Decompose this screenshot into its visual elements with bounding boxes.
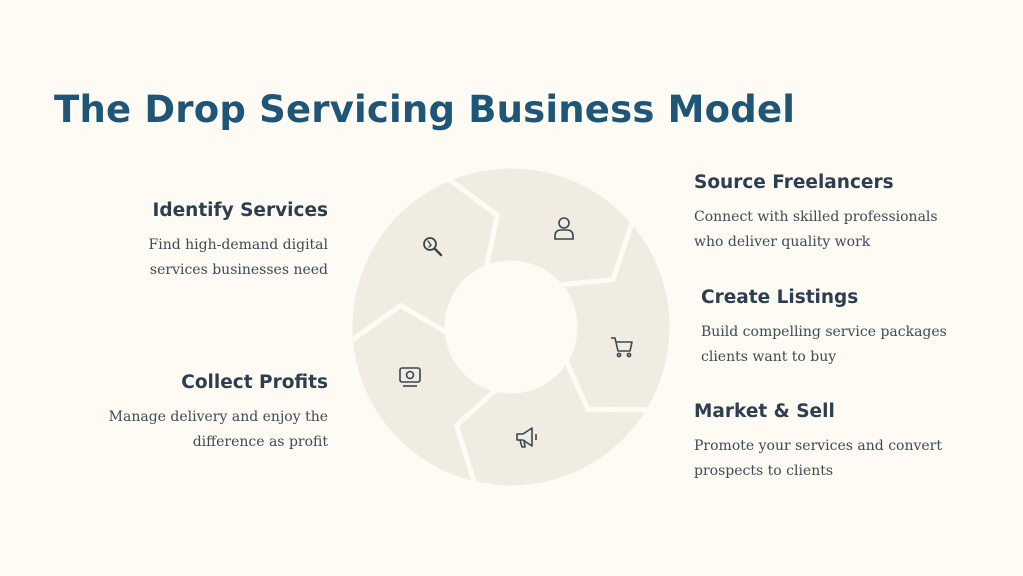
- money-icon: [399, 367, 421, 387]
- cycle-segment-listings: [453, 354, 654, 490]
- megaphone-icon: [516, 427, 537, 448]
- cycle-wheel: [348, 164, 674, 490]
- step-collect-profits: Collect Profits Manage delivery and enjo…: [50, 372, 328, 455]
- cycle-segment-source: [554, 216, 674, 413]
- step-identify-services: Identify Services Find high-demand digit…: [100, 200, 328, 283]
- step-description: Manage delivery and enjoy the difference…: [108, 409, 328, 450]
- step-source-freelancers: Source Freelancers Connect with skilled …: [694, 172, 964, 255]
- page-title: The Drop Servicing Business Model: [54, 88, 796, 131]
- step-title: Source Freelancers: [694, 172, 894, 193]
- step-description: Find high-demand digital services busine…: [148, 237, 328, 278]
- step-description: Build compelling service packages client…: [701, 324, 947, 365]
- step-title: Market & Sell: [694, 401, 835, 422]
- step-description: Promote your services and convert prospe…: [694, 438, 942, 479]
- step-title: Collect Profits: [181, 372, 328, 393]
- user-icon: [554, 217, 574, 240]
- search-icon: [423, 237, 443, 257]
- step-title: Create Listings: [701, 287, 859, 308]
- cart-icon: [611, 337, 633, 358]
- step-create-listings: Create Listings Build compelling service…: [701, 287, 981, 370]
- step-market-sell: Market & Sell Promote your services and …: [694, 401, 954, 484]
- cycle-segment-profits: [348, 175, 501, 346]
- cycle-segment-market: [348, 302, 502, 488]
- step-title: Identify Services: [152, 200, 329, 221]
- cycle-segment-identify: [443, 164, 636, 288]
- step-description: Connect with skilled professionals who d…: [694, 209, 938, 250]
